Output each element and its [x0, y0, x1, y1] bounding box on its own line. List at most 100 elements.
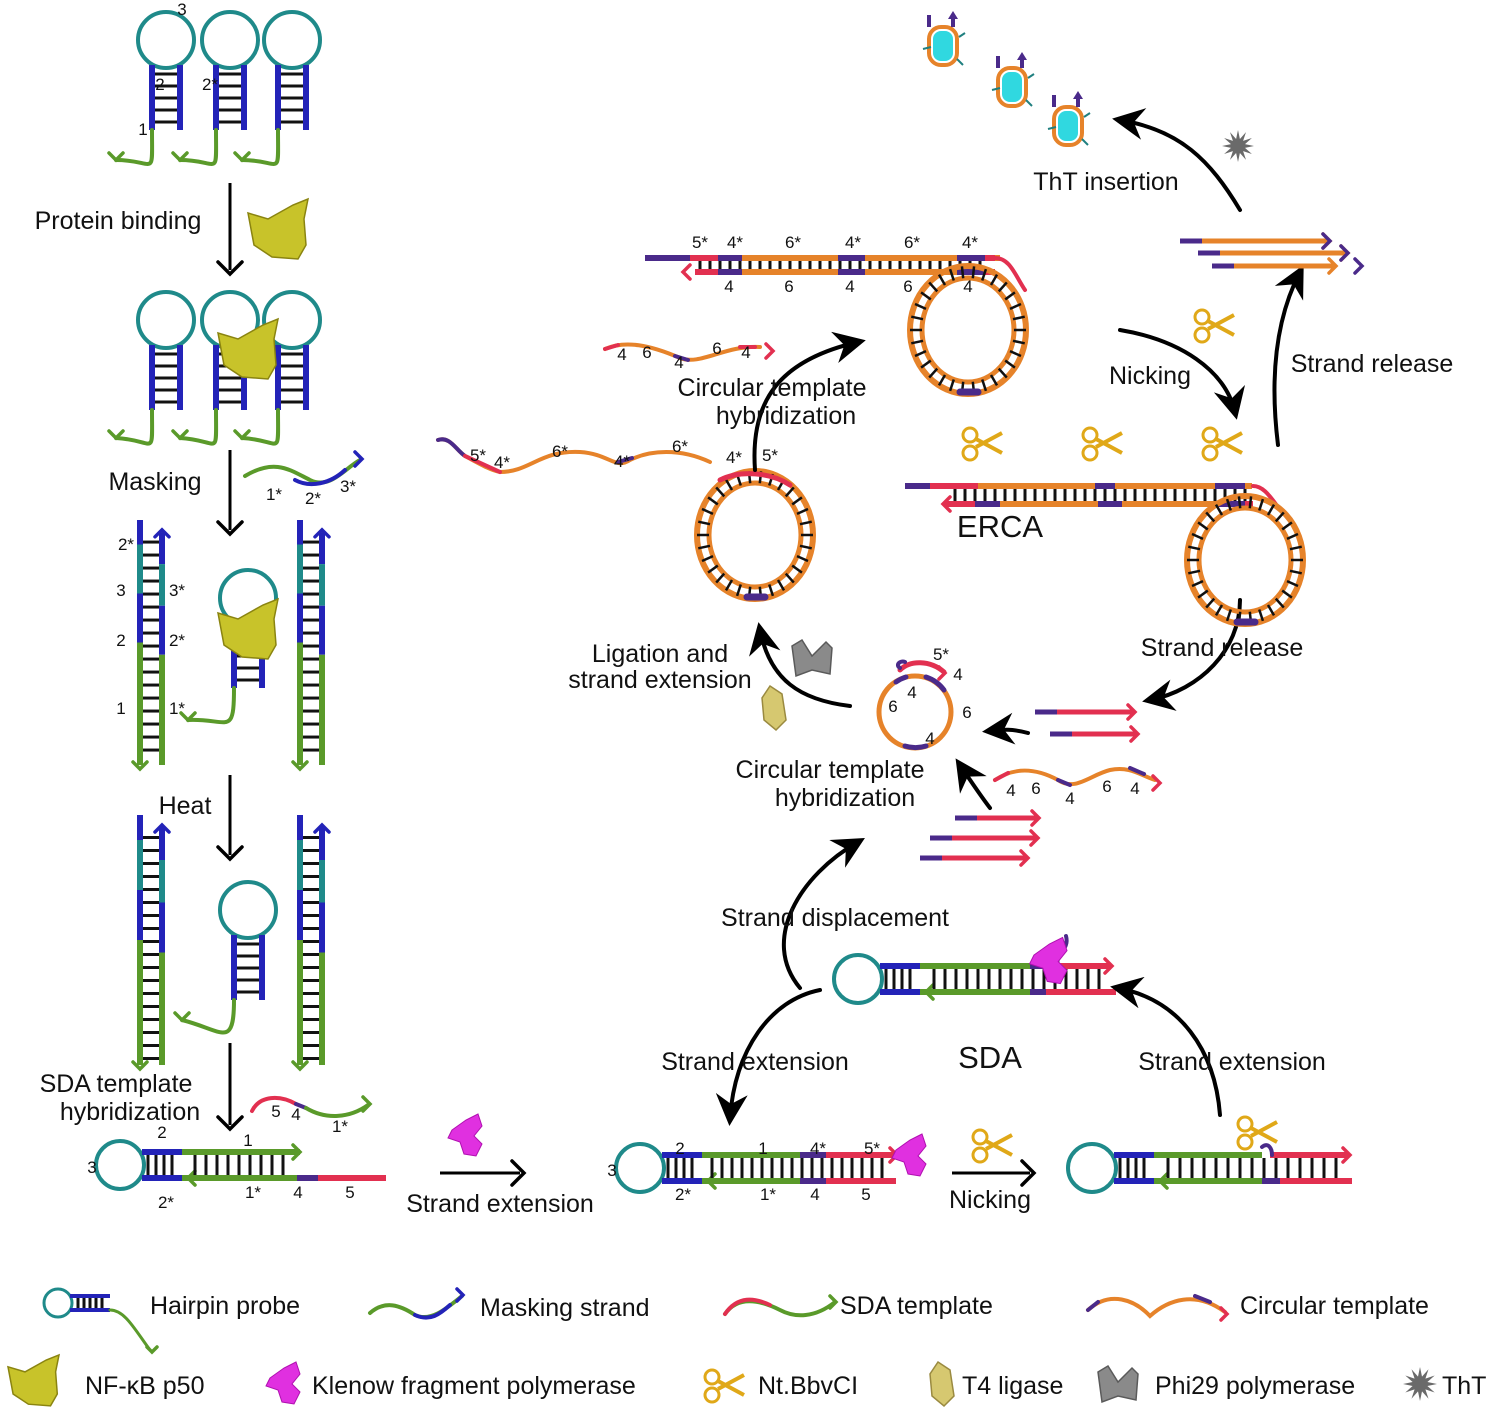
base-pair [1214, 604, 1224, 617]
base-pair [701, 507, 714, 515]
segment-label: 1* [266, 485, 282, 504]
circle-seg [923, 674, 947, 693]
base-pair [997, 367, 1008, 379]
masking-strand-icon [413, 1303, 452, 1320]
base-pair [1281, 521, 1293, 531]
segment-label: 3 [116, 581, 125, 600]
arrowhead-icon [353, 450, 365, 468]
base-pair [1197, 589, 1209, 599]
tht-spike [922, 32, 966, 66]
klenow-icon [447, 1113, 483, 1157]
base-pair [960, 266, 965, 279]
base-pair [1258, 609, 1265, 622]
rca-seg [436, 437, 467, 458]
nfkb-protein-bound [217, 597, 280, 660]
arrowhead-icon [1073, 91, 1083, 99]
base-pair [698, 544, 711, 550]
arrowhead-icon [1341, 1146, 1353, 1164]
arrowhead-icon [510, 1159, 527, 1187]
base-pair [914, 302, 927, 310]
base-pair [1004, 291, 1016, 301]
scissors-nicking [1201, 426, 1243, 462]
arrowhead-icon [828, 1294, 839, 1310]
step-label-strand-release: Strand release [1291, 350, 1454, 378]
segment-label: 2* [675, 1185, 691, 1204]
step-label-nicking: Nicking [949, 1186, 1031, 1214]
arrowhead-icon [923, 983, 935, 1001]
base-pair [997, 281, 1008, 293]
arrowhead-icon [1103, 957, 1115, 975]
arrowhead-icon [216, 1115, 244, 1132]
segment-label: 3* [169, 581, 185, 600]
arrowhead-icon [291, 760, 309, 772]
base-pair [715, 572, 726, 584]
step-label-strand-extension: Strand extension [406, 1190, 594, 1218]
segment-label: 1* [245, 1183, 261, 1202]
legend-label-6: Nt.BbvCI [758, 1372, 858, 1400]
segment-label: 1* [169, 699, 185, 718]
step-label-heat: Heat [159, 792, 212, 820]
sda-title: SDA [958, 1040, 1022, 1075]
circle-seg [902, 743, 929, 751]
tht-icon [1222, 130, 1254, 162]
arrowhead-icon [233, 151, 251, 163]
step-label-strand-extension: strand extension [568, 666, 751, 694]
scissors-ring [1193, 326, 1211, 344]
segment-label: 2* [305, 489, 321, 508]
arrowhead-icon [107, 429, 125, 441]
base-pair [1188, 569, 1201, 575]
segment-label: 4 [741, 343, 750, 362]
base-pair [981, 379, 988, 392]
hairpin-tail [114, 128, 155, 166]
scissors-nicking [1081, 426, 1123, 462]
base-pair [799, 544, 812, 550]
legend-label-8: Phi29 polymerase [1155, 1372, 1355, 1400]
scissors-ring [1081, 444, 1099, 462]
segment-label: 4* [962, 233, 978, 252]
scissors-ring [971, 1128, 989, 1146]
segment-label: 6 [962, 703, 971, 722]
arrowhead-icon [107, 151, 125, 163]
base-pair [981, 268, 988, 281]
ct-seg [1128, 766, 1146, 776]
arrowhead-icon [937, 665, 948, 681]
cycle-arrow-strand-displacement [781, 838, 865, 990]
step-label-sda-template: SDA template [40, 1070, 193, 1098]
hairpin-probe-icon [42, 1287, 74, 1319]
hairpin-loop [136, 290, 196, 350]
step-label-strand-extension: Strand extension [1138, 1048, 1326, 1076]
arrowhead-icon [1339, 244, 1351, 262]
phi29-icon [791, 638, 833, 678]
base-pair [1286, 532, 1299, 540]
segment-label: 6 [903, 277, 912, 296]
segment-label: 4 [291, 1105, 300, 1124]
rca-seg [616, 456, 634, 464]
arrowhead-icon [940, 495, 952, 513]
legend-label-0: Hairpin probe [150, 1292, 300, 1320]
arrowhead-icon [171, 151, 189, 163]
base-pair [1237, 496, 1242, 509]
base-pair [1225, 609, 1232, 622]
tht-icon [1403, 1367, 1437, 1401]
arrowhead-icon [680, 263, 692, 281]
segment-label: 4 [617, 345, 626, 364]
cycle-arrow-circular-hybridization [752, 331, 866, 472]
segment-label: 6* [552, 442, 568, 461]
arrowhead-icon [764, 342, 776, 360]
arrowhead-icon [171, 429, 189, 441]
hairpin-loop [614, 1142, 666, 1194]
legend-label-9: ThT [1442, 1372, 1486, 1400]
legend-label-4: NF-κB p50 [85, 1372, 204, 1400]
base-pair [784, 486, 795, 498]
arrowhead-icon [1321, 232, 1333, 250]
scissors-ring [971, 1146, 989, 1164]
scissors-blade [1207, 313, 1235, 337]
base-pair [920, 291, 932, 301]
segment-label: 2 [157, 1123, 166, 1142]
segment-label: 4 [845, 277, 854, 296]
segment-label: 3* [340, 477, 356, 496]
segment-label: 5* [762, 446, 778, 465]
arrowhead-icon [216, 520, 244, 537]
quadruplex-strand [996, 66, 1028, 108]
